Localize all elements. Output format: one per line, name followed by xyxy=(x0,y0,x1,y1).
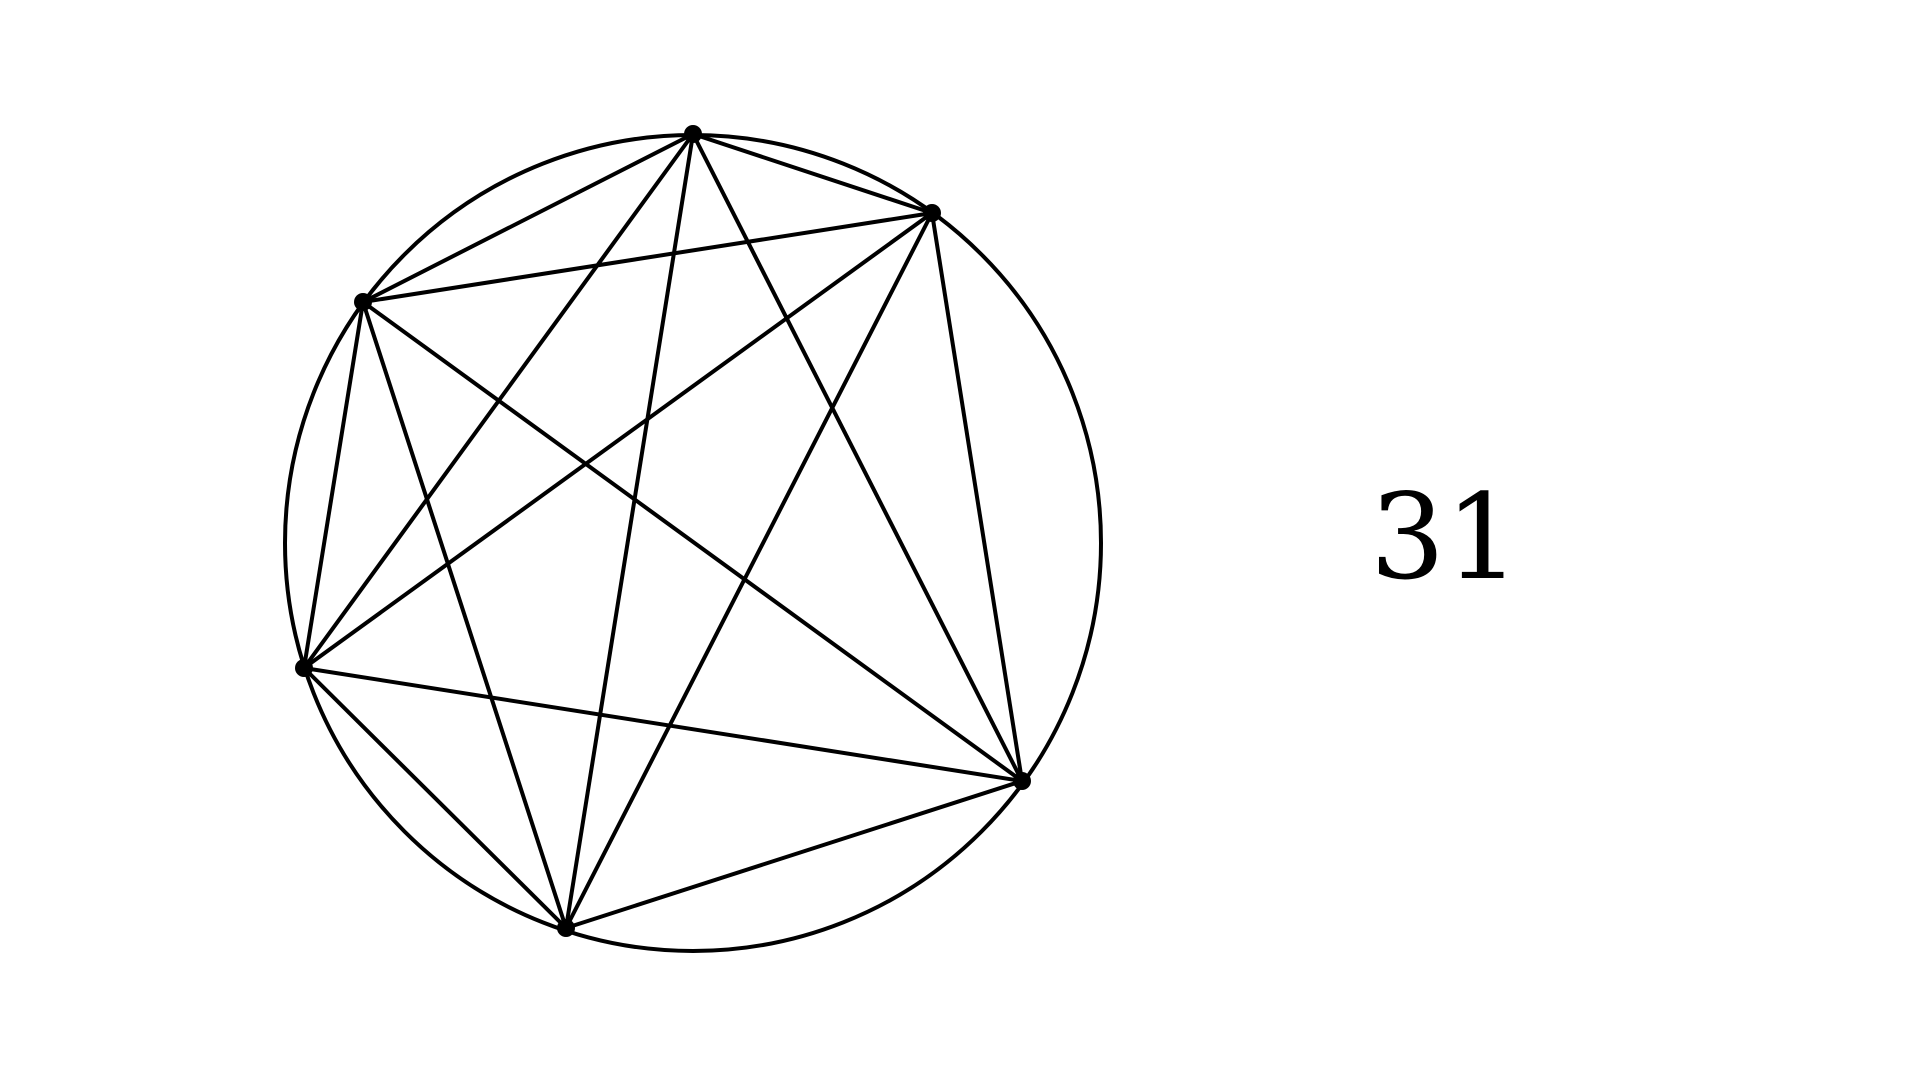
edge xyxy=(565,779,1023,930)
vertex-dot xyxy=(557,919,575,937)
graph-edges xyxy=(302,132,1024,930)
edge xyxy=(302,301,365,669)
edge xyxy=(564,212,934,929)
edge xyxy=(302,211,934,670)
edge xyxy=(362,132,694,304)
count-label: 31 xyxy=(1370,468,1521,606)
edge xyxy=(302,666,568,930)
edge xyxy=(303,666,1023,783)
edge xyxy=(361,300,1024,783)
edge xyxy=(564,133,695,929)
edge xyxy=(361,301,568,929)
vertex-dot xyxy=(354,293,372,311)
vertex-dot xyxy=(923,204,941,222)
edge xyxy=(930,212,1024,782)
edge xyxy=(362,211,933,304)
edge xyxy=(692,132,933,215)
vertex-dot xyxy=(295,659,313,677)
graph-vertices xyxy=(295,125,1031,937)
vertex-dot xyxy=(1013,772,1031,790)
vertex-dot xyxy=(684,125,702,143)
